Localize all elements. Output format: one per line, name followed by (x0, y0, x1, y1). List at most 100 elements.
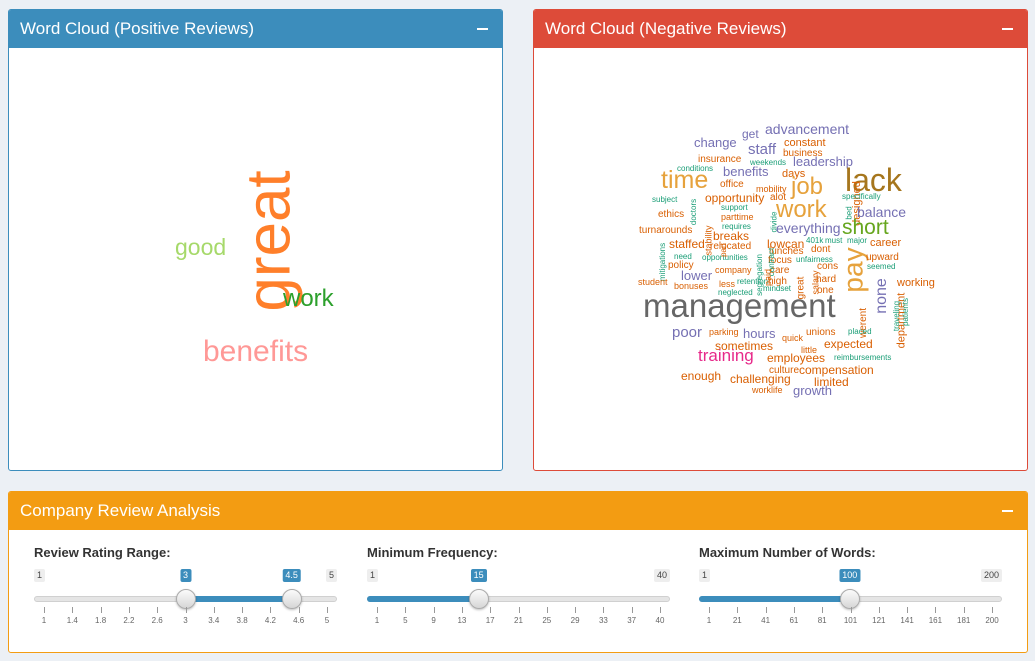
slider-tick (298, 607, 300, 613)
slider-low-value-label: 3 (179, 569, 192, 582)
controls-box: Company Review Analysis Review Rating Ra… (8, 491, 1028, 653)
slider-tick-label: 141 (900, 616, 914, 625)
slider-value-label: 100 (839, 569, 861, 582)
slider-tick (44, 607, 45, 613)
word-advancement: advancement (765, 121, 850, 137)
slider-tick-label: 2.2 (123, 616, 135, 625)
slider-tick-label: 121 (872, 616, 886, 625)
word-parking: parking (709, 327, 739, 337)
word-opportunity: opportunity (705, 191, 765, 205)
word-relocated: relocated (710, 241, 752, 252)
slider-tick-label: 40 (655, 616, 665, 625)
word-ethics: ethics (658, 209, 685, 220)
slider-tick-label: 81 (817, 616, 827, 625)
slider-tick (850, 607, 852, 613)
slider-tick (157, 607, 159, 613)
slider-tick-label: 3 (183, 616, 188, 625)
word-bonuses: bonuses (674, 281, 709, 291)
slider-tick-label: 5 (324, 616, 330, 625)
slider-tick-label: 1 (374, 616, 380, 625)
word-staff: staff (748, 141, 777, 158)
word-business: business (783, 148, 823, 159)
positive-wordcloud-header: Word Cloud (Positive Reviews) (9, 10, 502, 48)
slider-tick-label: 1.8 (95, 616, 107, 625)
word-placed: placed (848, 327, 872, 336)
word-dont: dont (811, 244, 831, 255)
word-balance: balance (857, 204, 907, 220)
positive-wordcloud: great good work benefits (9, 48, 502, 470)
word-401k: 401k (806, 236, 824, 245)
collapse-controls-button[interactable] (1001, 492, 1015, 530)
word-sometimes: sometimes (715, 339, 774, 353)
word-part: part (718, 243, 728, 257)
slider-max-label: 40 (653, 569, 670, 582)
slider-tick-label: 33 (598, 616, 608, 625)
slider-tick (575, 607, 577, 613)
word-compensation: compensation (799, 363, 874, 377)
collapse-positive-button[interactable] (476, 10, 490, 48)
word-quick: quick (782, 333, 804, 343)
word-traveling: traveling (892, 300, 902, 332)
word-staffed: staffed (669, 237, 705, 251)
slider-tick-label: 161 (928, 616, 943, 625)
rating-range-label: Review Rating Range: (34, 545, 171, 560)
slider-tick (709, 607, 710, 613)
slider-tick-label: 17 (485, 616, 495, 625)
word-care: care (770, 265, 790, 276)
word-lowcan: lowcan (767, 237, 805, 251)
slider-tick (992, 607, 993, 613)
slider-tick-label: 3.4 (208, 616, 220, 625)
slider-tick (546, 607, 548, 613)
word-conditions: conditions (677, 164, 714, 173)
collapse-negative-button[interactable] (1001, 10, 1015, 48)
slider-handle[interactable] (468, 589, 489, 609)
slider-tick-label: 41 (761, 616, 771, 625)
slider-tick (185, 607, 187, 613)
slider-tick-label: 9 (431, 616, 436, 625)
slider-tick (405, 607, 407, 613)
word-seemed: seemed (867, 262, 896, 271)
word-need: need (674, 252, 692, 261)
slider-tick (327, 607, 328, 613)
word-specifically: specifically (842, 192, 881, 201)
word-high: high (768, 276, 787, 287)
slider-tick-label: 61 (789, 616, 799, 625)
word-expected: expected (824, 337, 873, 351)
word-breaks: breaks (713, 229, 750, 243)
slider-tick (765, 607, 767, 613)
slider-low-handle[interactable] (175, 589, 196, 609)
slider-min-label: 1 (699, 569, 711, 582)
word-unfairness: unfairness (796, 255, 833, 264)
word-focus: focus (768, 255, 792, 266)
word-great: great (795, 276, 807, 300)
word-days: days (782, 168, 806, 180)
slider-tick (433, 607, 435, 613)
slider-high-handle[interactable] (281, 589, 302, 609)
word-growth: growth (793, 383, 833, 398)
slider-tick (737, 607, 739, 613)
slider-tick-label: 4.6 (293, 616, 305, 625)
slider-min-label: 1 (34, 569, 46, 582)
word-work: work (776, 196, 827, 223)
word-hours: hours (743, 326, 776, 341)
slider-tick-label: 21 (514, 616, 523, 625)
word-must: must (825, 236, 843, 245)
word-culture: culture (769, 365, 800, 376)
word-retention: retention (737, 277, 769, 286)
word-limited: limited (814, 375, 849, 389)
word-one: one (817, 285, 834, 296)
word-employees: employees (767, 351, 826, 365)
negative-wordcloud-header: Word Cloud (Negative Reviews) (534, 10, 1027, 48)
slider-tick (490, 607, 492, 613)
word-doctors: doctors (689, 198, 699, 226)
word-constant: constant (784, 137, 826, 149)
slider-handle[interactable] (839, 589, 860, 609)
word-everything: everything (776, 220, 841, 236)
word-time: time (661, 166, 709, 194)
